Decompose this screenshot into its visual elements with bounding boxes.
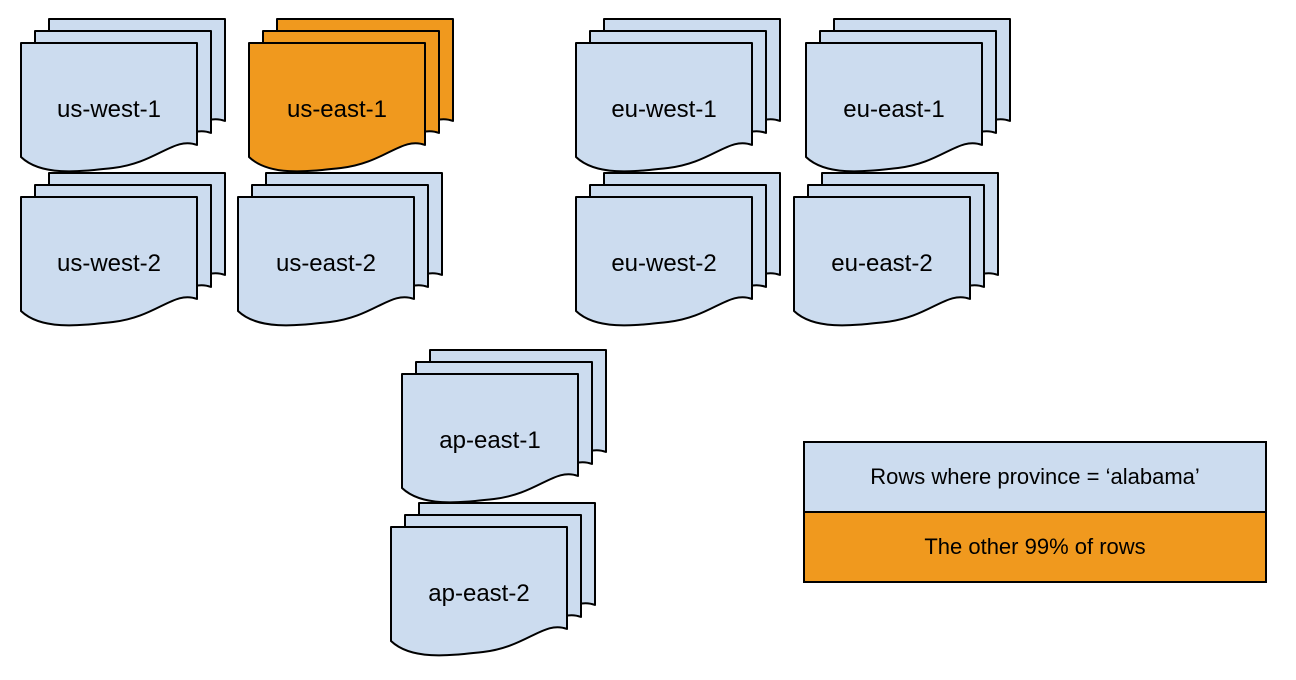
document-outline <box>248 42 426 173</box>
document-outline <box>575 42 753 173</box>
region-stack-us-west-2: us-west-2 <box>20 172 226 334</box>
region-stack-eu-east-1: eu-east-1 <box>805 18 1011 180</box>
region-stack-eu-west-2: eu-west-2 <box>575 172 781 334</box>
region-stack-us-west-1: us-west-1 <box>20 18 226 180</box>
document-shape-front: eu-west-1 <box>575 42 753 173</box>
document-shape-front: ap-east-1 <box>401 373 579 504</box>
document-shape-front: us-east-2 <box>237 196 415 327</box>
document-outline <box>20 42 198 173</box>
document-shape-front: eu-east-2 <box>793 196 971 327</box>
document-outline <box>390 526 568 657</box>
region-label: us-west-1 <box>57 96 161 123</box>
document-outline <box>401 373 579 504</box>
region-label: ap-east-1 <box>439 427 540 454</box>
region-label: ap-east-2 <box>428 580 529 607</box>
region-label: eu-east-1 <box>843 96 944 123</box>
legend-label-alabama-rows: Rows where province = ‘alabama’ <box>870 464 1200 489</box>
document-outline <box>793 196 971 327</box>
document-shape-front: us-west-1 <box>20 42 198 173</box>
document-shape-front: ap-east-2 <box>390 526 568 657</box>
region-label: eu-west-1 <box>611 96 716 123</box>
region-label: us-west-2 <box>57 250 161 277</box>
document-outline <box>20 196 198 327</box>
region-stack-eu-east-2: eu-east-2 <box>793 172 999 334</box>
legend-label-other-rows: The other 99% of rows <box>924 534 1146 559</box>
document-outline <box>237 196 415 327</box>
region-stack-ap-east-2: ap-east-2 <box>390 502 596 664</box>
region-label: us-east-2 <box>276 250 376 277</box>
region-stack-ap-east-1: ap-east-1 <box>401 349 607 511</box>
legend-item-alabama-rows: Rows where province = ‘alabama’ <box>805 443 1265 513</box>
region-label: eu-west-2 <box>611 250 716 277</box>
document-shape-front: us-east-1 <box>248 42 426 173</box>
legend: Rows where province = ‘alabama’ The othe… <box>803 441 1267 583</box>
legend-item-other-rows: The other 99% of rows <box>805 513 1265 581</box>
document-outline <box>575 196 753 327</box>
region-stack-us-east-1: us-east-1 <box>248 18 454 180</box>
region-label: eu-east-2 <box>831 250 932 277</box>
document-shape-front: us-west-2 <box>20 196 198 327</box>
document-shape-front: eu-east-1 <box>805 42 983 173</box>
document-shape-front: eu-west-2 <box>575 196 753 327</box>
region-label: us-east-1 <box>287 96 387 123</box>
document-outline <box>805 42 983 173</box>
region-stack-eu-west-1: eu-west-1 <box>575 18 781 180</box>
region-stack-us-east-2: us-east-2 <box>237 172 443 334</box>
